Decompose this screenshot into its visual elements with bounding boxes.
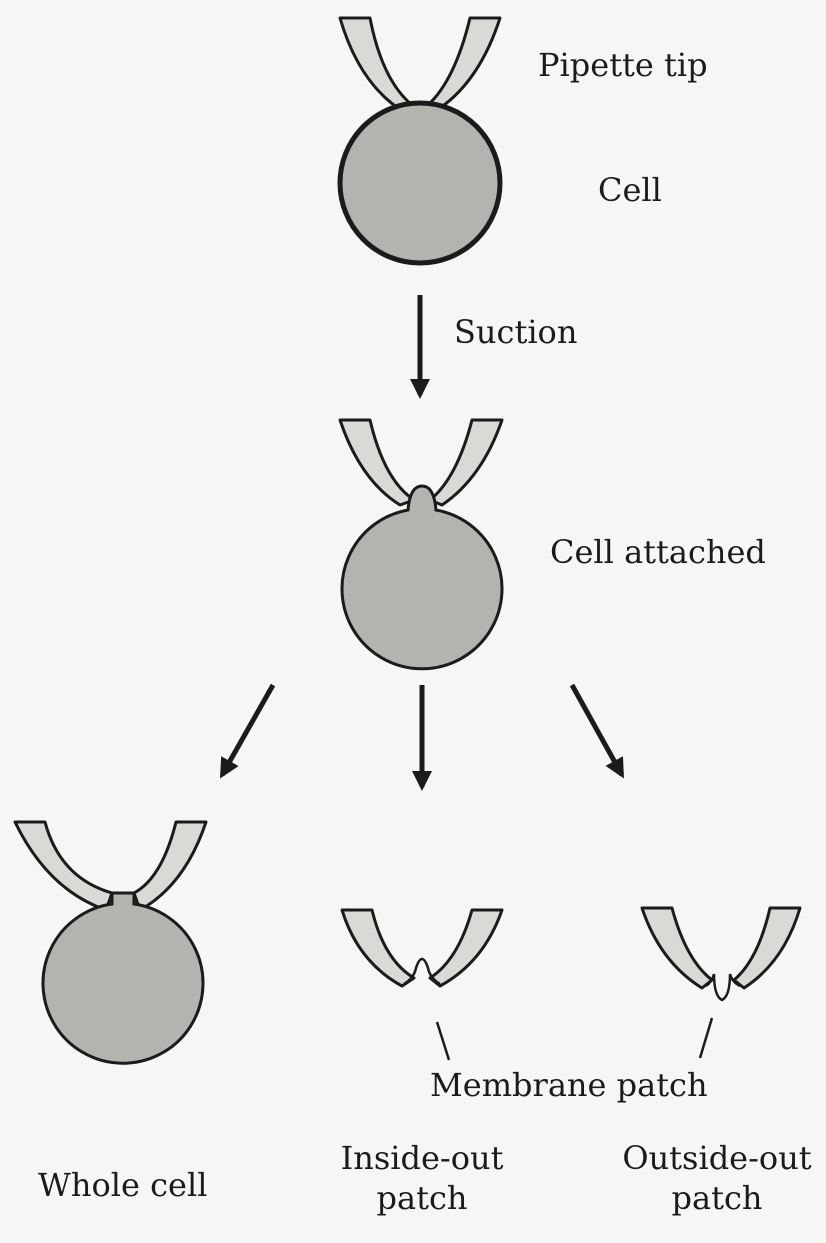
outside-out-pointer [700, 1018, 712, 1058]
inside-out-pointer [437, 1022, 449, 1060]
pipette-left-wall [342, 910, 414, 986]
whole-cell-cell [43, 893, 203, 1063]
branch-arrow-left [222, 685, 273, 775]
label-cell: Cell [598, 170, 662, 210]
label-whole-cell: Whole cell [38, 1165, 207, 1205]
pipette-left-wall [15, 822, 112, 910]
label-outside-out: Outside-out patch [612, 1138, 822, 1218]
pipette-right-wall [430, 910, 502, 986]
pipette-right-wall [134, 822, 206, 910]
label-cell-attached: Cell attached [550, 532, 766, 572]
label-inside-out: Inside-out patch [322, 1138, 522, 1218]
label-outside-out-line1: Outside-out [612, 1138, 822, 1178]
label-membrane-patch: Membrane patch [430, 1065, 708, 1105]
outside-out-pipette [642, 908, 800, 988]
label-pipette-tip: Pipette tip [538, 45, 708, 85]
branch-arrow-right [572, 685, 622, 775]
stage1-cell [340, 103, 500, 263]
pipette-left-wall [340, 18, 412, 108]
stage1-pipette [340, 18, 500, 108]
pipette-right-wall [428, 18, 500, 108]
label-outside-out-line2: patch [612, 1178, 822, 1218]
inside-out-pipette [342, 910, 502, 986]
pipette-left-wall [642, 908, 712, 988]
inside-out-membrane [404, 959, 440, 984]
stage2-cell [342, 486, 502, 669]
pipette-left-wall [340, 420, 414, 505]
pipette-right-wall [430, 420, 502, 505]
label-suction: Suction [454, 312, 577, 352]
label-inside-out-line2: patch [322, 1178, 522, 1218]
pipette-right-wall [734, 908, 800, 988]
label-inside-out-line1: Inside-out [322, 1138, 522, 1178]
